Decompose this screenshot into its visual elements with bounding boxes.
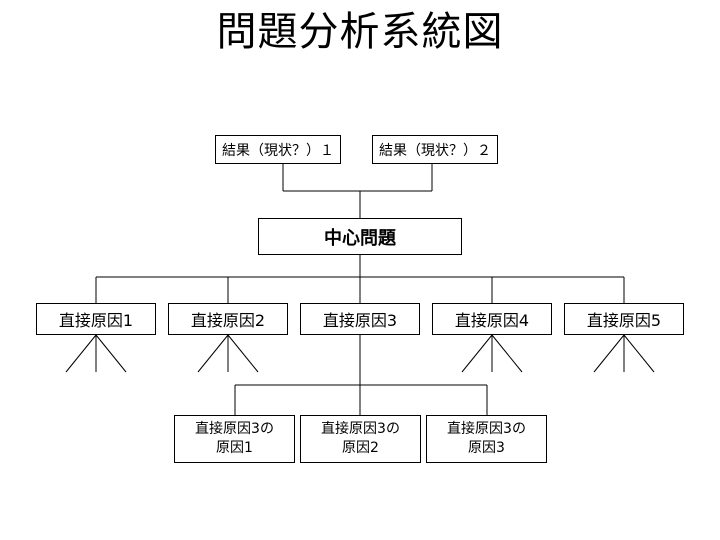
- fan-cause-2: [197, 334, 259, 373]
- sub-cause-1-line2: 原因1: [216, 440, 253, 456]
- direct-cause-box-4: 直接原因4: [432, 303, 552, 335]
- sub-cause-2-line2: 原因2: [342, 440, 379, 456]
- fan-cause-1: [65, 334, 127, 373]
- result-box-2: 結果（現状？）２: [372, 135, 498, 164]
- diagram-title: 問題分析系統図: [216, 9, 504, 55]
- sub-cause-3-line1: 直接原因3の: [447, 421, 526, 437]
- direct-cause-box-5: 直接原因5: [564, 303, 684, 335]
- fan-cause-4: [461, 334, 523, 373]
- result-box-1: 結果（現状？）１: [215, 135, 341, 164]
- direct-cause-box-2: 直接原因2: [168, 303, 288, 335]
- fan-cause-5: [593, 334, 655, 373]
- direct-cause-box-1: 直接原因1: [36, 303, 156, 335]
- sub-cause-2-line1: 直接原因3の: [321, 421, 400, 437]
- direct-cause-box-3: 直接原因3: [300, 303, 420, 335]
- sub-cause-box-1: 直接原因3の 原因1: [174, 415, 295, 463]
- sub-cause-1-line1: 直接原因3の: [195, 421, 274, 437]
- sub-cause-box-2: 直接原因3の 原因2: [300, 415, 421, 463]
- center-problem-box: 中心問題: [258, 218, 462, 255]
- sub-cause-box-3: 直接原因3の 原因3: [426, 415, 547, 463]
- sub-cause-3-line2: 原因3: [468, 440, 505, 456]
